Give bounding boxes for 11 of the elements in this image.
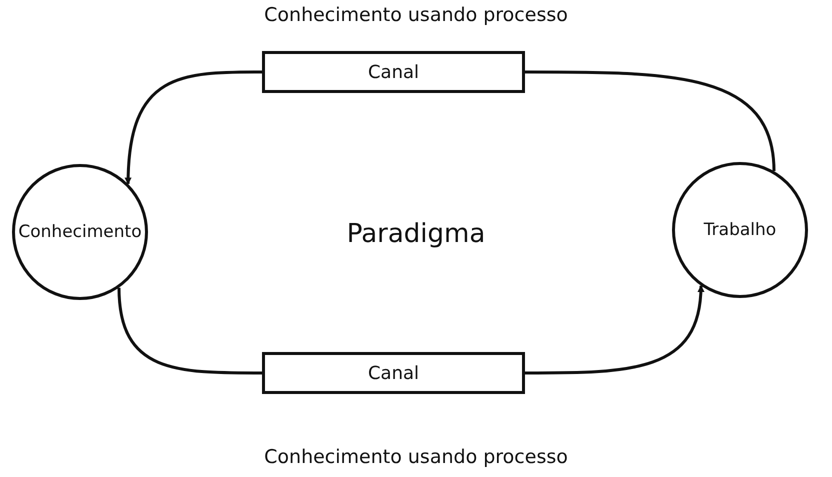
- node-label: Canal: [368, 62, 420, 82]
- center-label: Paradigma: [346, 219, 486, 249]
- node-label: Trabalho: [704, 220, 776, 240]
- node-label: Canal: [368, 362, 420, 384]
- channel-caption: Conhecimento usando processo: [264, 446, 568, 468]
- node-label: Conhecimento: [18, 222, 142, 242]
- process-box: [262, 352, 525, 394]
- process-box: [262, 51, 525, 93]
- curved-arrow: [124, 70, 262, 185]
- curved-arrow: [525, 285, 704, 374]
- channel-caption: Conhecimento usando processo: [264, 4, 568, 26]
